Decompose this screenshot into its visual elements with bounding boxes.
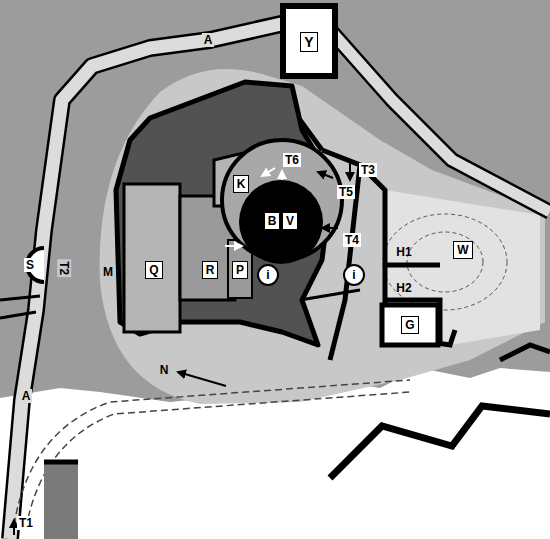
key-letter: W xyxy=(457,243,468,257)
map-key-box: Y xyxy=(300,32,317,53)
entrance-arrow xyxy=(13,520,15,535)
key-letter: Y xyxy=(304,34,313,51)
wall-line xyxy=(0,296,40,318)
entrance-arrow xyxy=(318,172,333,178)
tower-y xyxy=(283,6,335,76)
map-label: T5 xyxy=(337,185,355,199)
key-letter: Q xyxy=(149,263,158,277)
map-label: H1 xyxy=(394,245,413,259)
map-label: A xyxy=(20,389,33,403)
map-label: N xyxy=(158,363,171,377)
plateau xyxy=(100,69,545,404)
map-label: i xyxy=(264,268,271,282)
map-key-box: P xyxy=(232,261,248,279)
map-label: T2 xyxy=(57,259,71,277)
map-label: S xyxy=(24,258,36,272)
map-label: M xyxy=(101,265,115,279)
entrance-arrow xyxy=(225,245,242,247)
outer-wall xyxy=(330,30,550,212)
outer-wall-walk xyxy=(330,30,550,212)
entrance-arrow xyxy=(281,171,283,180)
bailey-wall xyxy=(322,150,455,360)
map-key-box: G xyxy=(401,316,418,334)
key-letter: P xyxy=(236,263,244,277)
map-key-box: W xyxy=(453,241,472,259)
map-key-box: R xyxy=(202,261,219,279)
bailey-wall xyxy=(300,290,360,300)
map-key-box: B xyxy=(264,212,281,230)
map-label: T1 xyxy=(17,516,35,530)
entrance-arrow xyxy=(262,168,275,176)
info-icon xyxy=(258,265,278,285)
lower-wall xyxy=(330,406,550,478)
map-label: T4 xyxy=(343,233,361,247)
bailey-wall xyxy=(300,120,322,150)
map-label: T3 xyxy=(359,163,377,177)
gate-g xyxy=(382,305,438,345)
entrance-arrow xyxy=(322,227,338,229)
key-letter: V xyxy=(286,214,294,228)
map-key-box: Q xyxy=(145,261,162,279)
building-q xyxy=(124,184,180,332)
key-letter: K xyxy=(237,177,246,191)
dashed-ring xyxy=(407,232,483,292)
key-letter: B xyxy=(268,214,277,228)
lower-wall xyxy=(500,345,550,360)
map-label: H2 xyxy=(394,281,413,295)
lower-block xyxy=(44,462,78,539)
map-label: A xyxy=(202,33,215,47)
map-key-box: K xyxy=(233,175,250,193)
entrance-arrow xyxy=(349,160,351,180)
map-label: T6 xyxy=(283,153,301,167)
north-arrow xyxy=(178,372,226,386)
key-letter: G xyxy=(405,318,414,332)
info-icon xyxy=(344,265,364,285)
round-tower xyxy=(239,180,323,264)
dashed-ring xyxy=(383,214,507,310)
key-letter: R xyxy=(206,263,215,277)
map-label: i xyxy=(350,268,357,282)
map-key-box: V xyxy=(282,212,298,230)
lower-wall xyxy=(44,460,78,465)
